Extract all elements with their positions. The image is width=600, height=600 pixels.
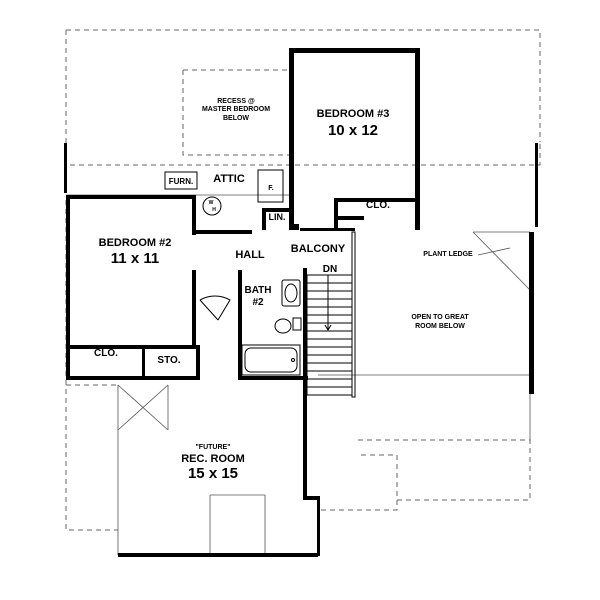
bedroom2-size: 11 x 11 bbox=[111, 250, 159, 267]
open-label-1: OPEN TO GREAT bbox=[411, 314, 469, 321]
bedroom2-name: BEDROOM #2 bbox=[99, 237, 172, 249]
hall-label: HALL bbox=[235, 249, 265, 261]
balcony-label: BALCONY bbox=[291, 243, 346, 255]
bath-fixtures bbox=[241, 279, 302, 376]
bedroom3-name: BEDROOM #3 bbox=[317, 108, 390, 120]
recess-label-1: RECESS @ bbox=[217, 98, 255, 105]
f-label: F. bbox=[268, 185, 274, 192]
lin-label: LIN. bbox=[269, 212, 286, 222]
plant-ledge-arrow bbox=[477, 247, 511, 256]
rec-label-1: "FUTURE" bbox=[195, 444, 230, 451]
fridge-box bbox=[257, 169, 284, 203]
bedroom3-size: 10 x 12 bbox=[328, 122, 378, 139]
dn-label: DN bbox=[323, 264, 337, 275]
sto-label: STO. bbox=[157, 355, 180, 366]
walls bbox=[64, 48, 538, 557]
door-swing bbox=[199, 295, 231, 321]
bath2-label-1: BATH bbox=[244, 285, 271, 296]
water-heater-w: W bbox=[209, 200, 214, 206]
rec-label-3: 15 x 15 bbox=[188, 465, 238, 482]
water-heater-icon bbox=[202, 196, 222, 216]
attic-label: ATTIC bbox=[213, 173, 245, 185]
furnace-box bbox=[164, 171, 198, 190]
recess-label-3: BELOW bbox=[223, 115, 249, 122]
clo-left-label: CLO. bbox=[94, 348, 118, 359]
bath2-label-2: #2 bbox=[252, 297, 264, 308]
furn-label: FURN. bbox=[169, 177, 193, 186]
plant-ledge-label: PLANT LEDGE bbox=[423, 251, 473, 258]
water-heater-h: H bbox=[212, 207, 216, 213]
stairs bbox=[306, 231, 356, 398]
rec-label-2: REC. ROOM bbox=[181, 453, 245, 465]
open-label-2: ROOM BELOW bbox=[415, 323, 465, 330]
clo-top-label: CLO. bbox=[366, 200, 390, 211]
recess-label-2: MASTER BEDROOM bbox=[202, 106, 270, 113]
